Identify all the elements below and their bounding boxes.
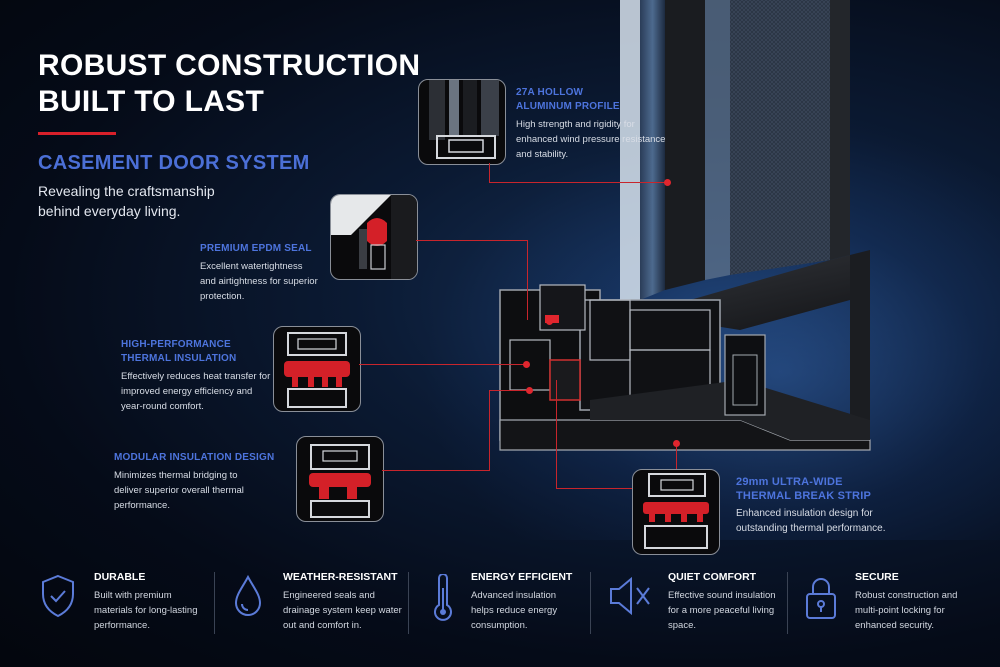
feature-body: Advanced insulation helps reduce energy … — [471, 590, 558, 631]
feature-body: Built with premium materials for long-la… — [94, 590, 198, 631]
feature-body: Engineered seals and drainage system kee… — [283, 590, 402, 631]
thumb-thermal-insulation — [273, 326, 361, 412]
callout-heading: 27A HOLLOW — [516, 87, 584, 98]
callout-body: Effectively reduces heat transfer for im… — [121, 371, 271, 412]
callout-body: High strength and rigidity for enhanced … — [516, 119, 666, 160]
callout-thermal-insulation: HIGH-PERFORMANCE THERMAL INSULATION Effe… — [121, 338, 271, 414]
feature-divider — [214, 572, 215, 634]
callout-body: Minimizes thermal bridging to deliver su… — [114, 470, 244, 511]
leader-seal-v — [527, 240, 528, 320]
door-frame-illustration — [499, 0, 871, 451]
callout-heading: MODULAR INSULATION DESIGN — [114, 452, 275, 463]
leader-modular-v — [489, 390, 490, 471]
callout-heading: ALUMINUM PROFILE — [516, 101, 620, 112]
leader-strip-v — [556, 380, 557, 488]
leader-aluminum-h — [489, 182, 667, 183]
feature-durable: DURABLE Built with premium materials for… — [94, 570, 209, 640]
marker-strip — [673, 440, 680, 447]
title-line-1: ROBUST CONSTRUCTION — [38, 49, 421, 82]
shield-check-icon — [42, 574, 74, 618]
callout-body: Enhanced insulation design for outstandi… — [736, 508, 886, 534]
leader-strip-h — [556, 488, 632, 489]
feature-title: WEATHER-RESISTANT — [283, 571, 398, 583]
feature-energy-efficient: ENERGY EFFICIENT Advanced insulation hel… — [471, 570, 581, 640]
leader-modular-h — [382, 470, 490, 471]
padlock-icon — [806, 578, 836, 619]
feature-divider — [590, 572, 591, 634]
callout-heading: HIGH-PERFORMANCE — [121, 339, 231, 350]
feature-divider — [408, 572, 409, 634]
marker-aluminum — [664, 179, 671, 186]
leader-strip-v2 — [676, 445, 677, 469]
title-line-2: BUILT TO LAST — [38, 85, 265, 118]
callout-heading: PREMIUM EPDM SEAL — [200, 243, 312, 254]
thermometer-icon — [434, 574, 452, 621]
page-title: ROBUST CONSTRUCTION BUILT TO LAST — [38, 48, 420, 120]
water-drop-icon — [234, 574, 262, 616]
callout-modular-insulation: MODULAR INSULATION DESIGN Minimizes ther… — [114, 451, 289, 513]
callout-heading: 29mm ULTRA-WIDE — [736, 476, 843, 488]
feature-title: QUIET COMFORT — [668, 571, 757, 583]
thumb-thermal-break-strip — [632, 469, 720, 555]
feature-body: Effective sound insulation for a more pe… — [668, 590, 776, 631]
marker-modular — [526, 387, 533, 394]
feature-secure: SECURE Robust construction and multi-poi… — [855, 570, 975, 640]
thumb-modular-insulation — [296, 436, 384, 522]
thumb-epdm-seal — [330, 194, 418, 280]
leader-thermal-h — [359, 364, 525, 365]
feature-body: Robust construction and multi-point lock… — [855, 590, 958, 631]
callout-heading: THERMAL BREAK STRIP — [736, 490, 871, 502]
marker-seal — [546, 318, 553, 325]
title-underline — [38, 132, 116, 135]
section-subtitle: CASEMENT DOOR SYSTEM — [38, 152, 310, 174]
feature-divider — [787, 572, 788, 634]
feature-title: SECURE — [855, 571, 899, 583]
feature-title: DURABLE — [94, 571, 146, 583]
callout-thermal-break-strip: 29mm ULTRA-WIDE THERMAL BREAK STRIP Enha… — [736, 475, 886, 536]
callout-epdm-seal: PREMIUM EPDM SEAL Excellent watertightne… — [200, 242, 320, 304]
marker-thermal — [523, 361, 530, 368]
callout-body: Excellent watertightness and airtightnes… — [200, 261, 318, 302]
feature-title: ENERGY EFFICIENT — [471, 571, 573, 583]
thumb-aluminum-profile — [418, 79, 506, 165]
leader-modular-h2 — [489, 390, 529, 391]
feature-quiet-comfort: QUIET COMFORT Effective sound insulation… — [668, 570, 778, 640]
speaker-mute-icon — [610, 576, 650, 616]
feature-weather-resistant: WEATHER-RESISTANT Engineered seals and d… — [283, 570, 403, 640]
tagline: Revealing the craftsmanship behind every… — [38, 183, 215, 219]
callout-aluminum-profile: 27A HOLLOW ALUMINUM PROFILE High strengt… — [516, 86, 676, 162]
leader-aluminum-v — [489, 163, 490, 183]
callout-heading: THERMAL INSULATION — [121, 353, 237, 364]
leader-seal-h — [416, 240, 528, 241]
